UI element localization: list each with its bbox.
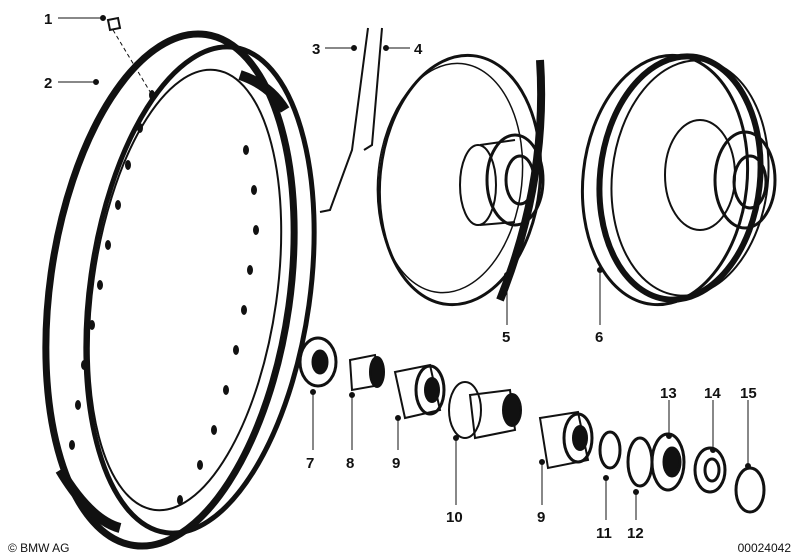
callout-4: 4 bbox=[414, 41, 423, 58]
leader-lines bbox=[58, 15, 751, 520]
part-11-washer bbox=[598, 430, 622, 470]
callout-6: 6 bbox=[595, 329, 603, 346]
part-9-bearing-a bbox=[393, 363, 446, 420]
callout-7: 7 bbox=[306, 455, 314, 472]
diagram-id: 00024042 bbox=[737, 541, 791, 555]
callout-8: 8 bbox=[346, 455, 354, 472]
callout-14: 14 bbox=[704, 385, 721, 402]
callout-1: 1 bbox=[44, 11, 52, 28]
callout-2: 2 bbox=[44, 75, 52, 92]
part-7-ring bbox=[298, 336, 338, 388]
copyright-notice: © BMW AG bbox=[8, 541, 70, 555]
rear-hub bbox=[580, 53, 777, 307]
front-hub bbox=[376, 53, 546, 307]
spokes bbox=[319, 27, 383, 213]
callout-3: 3 bbox=[312, 41, 320, 58]
part-15-ring bbox=[734, 466, 766, 514]
spoke-nipple bbox=[106, 16, 153, 96]
part-10-spacer bbox=[448, 381, 522, 440]
callout-10: 10 bbox=[446, 509, 463, 526]
callout-labels: 1 2 3 4 5 6 7 8 9 10 9 11 12 13 14 15 bbox=[44, 11, 757, 542]
part-13-cover bbox=[650, 432, 686, 492]
callout-11: 11 bbox=[596, 525, 612, 542]
wheel-rim bbox=[42, 30, 317, 550]
part-8-sleeve bbox=[348, 353, 385, 392]
callout-5: 5 bbox=[502, 329, 510, 346]
part-14-ring bbox=[693, 446, 727, 494]
callout-9a: 9 bbox=[392, 455, 400, 472]
part-9-bearing-b bbox=[538, 410, 594, 470]
callout-12: 12 bbox=[627, 525, 644, 542]
callout-13: 13 bbox=[660, 385, 677, 402]
part-12-seal bbox=[626, 436, 654, 488]
callout-15: 15 bbox=[740, 385, 757, 402]
callout-9b: 9 bbox=[537, 509, 545, 526]
